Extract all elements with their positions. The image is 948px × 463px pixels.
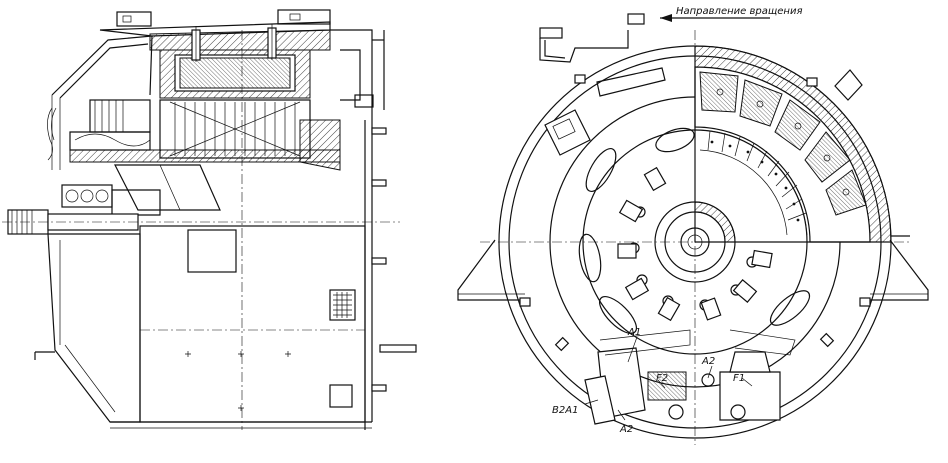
rotation-label: Направление вращения: [676, 6, 802, 17]
hub-bolts: [617, 166, 773, 322]
base-bracket-left: [457, 239, 525, 301]
rear-cone-housing: [51, 35, 153, 96]
brush-holder: [69, 131, 151, 151]
label-a2-top: А2: [701, 356, 715, 367]
label-f1: F1: [733, 373, 745, 384]
frame-studs: [519, 74, 871, 352]
ventilation-slot-top: [596, 67, 666, 97]
label-a1: А1: [627, 327, 641, 338]
label-b2a1: В2А1: [552, 405, 578, 416]
side-stud-bolts: [371, 127, 417, 392]
bottom-brush-area: [584, 329, 796, 425]
label-f2: F2: [656, 373, 668, 384]
front-end-shield: [330, 29, 373, 110]
armature-slots: [699, 129, 808, 236]
top-mounting-foot-right: [277, 9, 331, 25]
terminal-box: [329, 384, 353, 408]
ventilation-grille: [329, 289, 356, 321]
pole-pieces: [699, 71, 867, 216]
commutator-segments: [710, 140, 800, 222]
top-mounting-foot-left: [116, 11, 152, 27]
terminal-labels: А1 А2 F2 F1 В2А1 А2: [552, 327, 753, 435]
brush-box-left: [544, 109, 591, 156]
lug-top-right: [627, 13, 645, 25]
base-bracket-right: [870, 239, 929, 301]
terminal-a2-stud: [701, 373, 715, 387]
label-a2-bottom: А2: [619, 424, 633, 435]
side-section-view: [2, 9, 417, 430]
commutator: [89, 99, 151, 133]
rear-bearing: [61, 184, 113, 208]
main-housing: [139, 225, 366, 423]
lug-top-left: [539, 27, 563, 39]
inspection-window: [187, 229, 237, 273]
ventilation-openings: [578, 127, 811, 334]
end-view: Направление вращения: [457, 6, 929, 445]
